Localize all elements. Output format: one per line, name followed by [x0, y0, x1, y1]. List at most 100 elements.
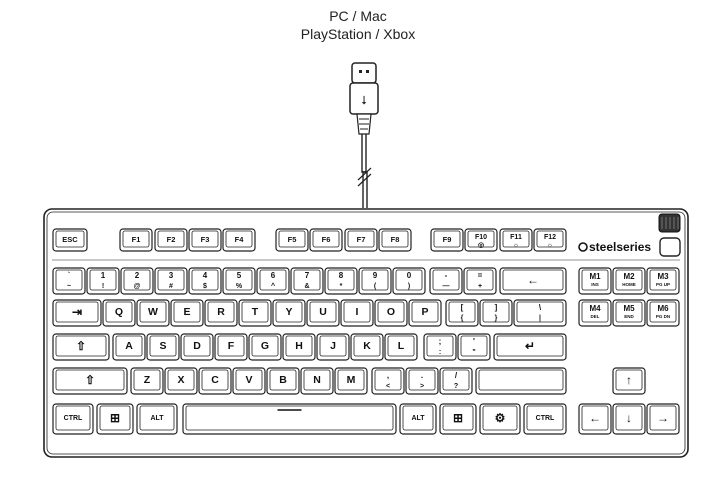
key[interactable]: CTRL: [52, 403, 94, 435]
key[interactable]: 9(: [358, 267, 392, 295]
key[interactable]: V: [232, 367, 266, 395]
key[interactable]: ESC: [52, 228, 88, 252]
key-legend: N: [313, 374, 321, 386]
key[interactable]: ⊞: [96, 403, 134, 435]
key[interactable]: ;:: [423, 333, 457, 361]
key-legend: Y: [285, 306, 292, 318]
key[interactable]: 3#: [154, 267, 188, 295]
key[interactable]: S: [146, 333, 180, 361]
key[interactable]: F12☼: [533, 228, 567, 252]
key[interactable]: Q: [102, 299, 136, 327]
key[interactable]: ⇥: [52, 299, 102, 327]
key[interactable]: [182, 403, 397, 435]
key[interactable]: M: [334, 367, 368, 395]
key-legend: ⇥: [72, 305, 82, 319]
key-legend: O: [387, 306, 395, 318]
key[interactable]: A: [112, 333, 146, 361]
key[interactable]: [{: [445, 299, 479, 327]
key[interactable]: N: [300, 367, 334, 395]
key[interactable]: ⇧: [52, 333, 110, 361]
key[interactable]: F9: [430, 228, 464, 252]
key[interactable]: ←: [578, 403, 612, 435]
key-legend: E: [183, 306, 190, 318]
key[interactable]: CTRL: [523, 403, 567, 435]
key[interactable]: P: [408, 299, 442, 327]
key[interactable]: X: [164, 367, 198, 395]
key[interactable]: E: [170, 299, 204, 327]
key[interactable]: B: [266, 367, 300, 395]
key[interactable]: R: [204, 299, 238, 327]
key[interactable]: F4: [222, 228, 256, 252]
key-sublegend: +: [478, 283, 482, 290]
key[interactable]: ALT: [136, 403, 178, 435]
key[interactable]: /?: [439, 367, 473, 395]
key-legend: D: [193, 340, 201, 352]
key[interactable]: ⚙: [479, 403, 521, 435]
key[interactable]: L: [384, 333, 418, 361]
key[interactable]: →: [646, 403, 680, 435]
key[interactable]: J: [316, 333, 350, 361]
key[interactable]: -—: [429, 267, 463, 295]
key[interactable]: U: [306, 299, 340, 327]
key[interactable]: F5: [275, 228, 309, 252]
key[interactable]: K: [350, 333, 384, 361]
key[interactable]: ←: [499, 267, 567, 295]
key[interactable]: ]}: [479, 299, 513, 327]
key[interactable]: F7: [344, 228, 378, 252]
key[interactable]: O: [374, 299, 408, 327]
key[interactable]: F3: [188, 228, 222, 252]
key-sublegend: |: [539, 315, 541, 322]
key[interactable]: ,<: [371, 367, 405, 395]
key[interactable]: 2@: [120, 267, 154, 295]
key[interactable]: ⇧: [52, 367, 128, 395]
key-sublegend: ☼: [513, 242, 519, 249]
key[interactable]: F: [214, 333, 248, 361]
key-legend: ⊞: [453, 411, 463, 425]
key[interactable]: D: [180, 333, 214, 361]
key[interactable]: I: [340, 299, 374, 327]
key[interactable]: ALT: [399, 403, 437, 435]
key[interactable]: T: [238, 299, 272, 327]
key[interactable]: 1!: [86, 267, 120, 295]
media-button[interactable]: [659, 237, 681, 257]
key[interactable]: 7&: [290, 267, 324, 295]
key[interactable]: F8: [378, 228, 412, 252]
key[interactable]: 4$: [188, 267, 222, 295]
key-legend: L: [398, 340, 405, 352]
key[interactable]: 5%: [222, 267, 256, 295]
key[interactable]: F2: [154, 228, 188, 252]
key[interactable]: =+: [463, 267, 497, 295]
key[interactable]: '": [457, 333, 491, 361]
key[interactable]: G: [248, 333, 282, 361]
key[interactable]: ↓: [612, 403, 646, 435]
key[interactable]: 0): [392, 267, 426, 295]
key[interactable]: W: [136, 299, 170, 327]
key[interactable]: ↵: [493, 333, 567, 361]
key[interactable]: F1: [119, 228, 153, 252]
key-legend: J: [330, 340, 336, 352]
svg-text:⭣: ⭣: [361, 93, 367, 107]
key[interactable]: 6^: [256, 267, 290, 295]
volume-roller[interactable]: [658, 213, 681, 233]
key[interactable]: ↑: [612, 367, 646, 395]
key[interactable]: F10◎: [464, 228, 498, 252]
key[interactable]: H: [282, 333, 316, 361]
key[interactable]: [475, 367, 567, 395]
key[interactable]: \|: [513, 299, 567, 327]
key-legend: P: [421, 306, 428, 318]
key[interactable]: F11☼: [499, 228, 533, 252]
key[interactable]: .>: [405, 367, 439, 395]
key[interactable]: Z: [130, 367, 164, 395]
key[interactable]: `~: [52, 267, 86, 295]
key[interactable]: C: [198, 367, 232, 395]
key[interactable]: 8*: [324, 267, 358, 295]
key[interactable]: F6: [309, 228, 343, 252]
key[interactable]: ⊞: [439, 403, 477, 435]
key[interactable]: Y: [272, 299, 306, 327]
